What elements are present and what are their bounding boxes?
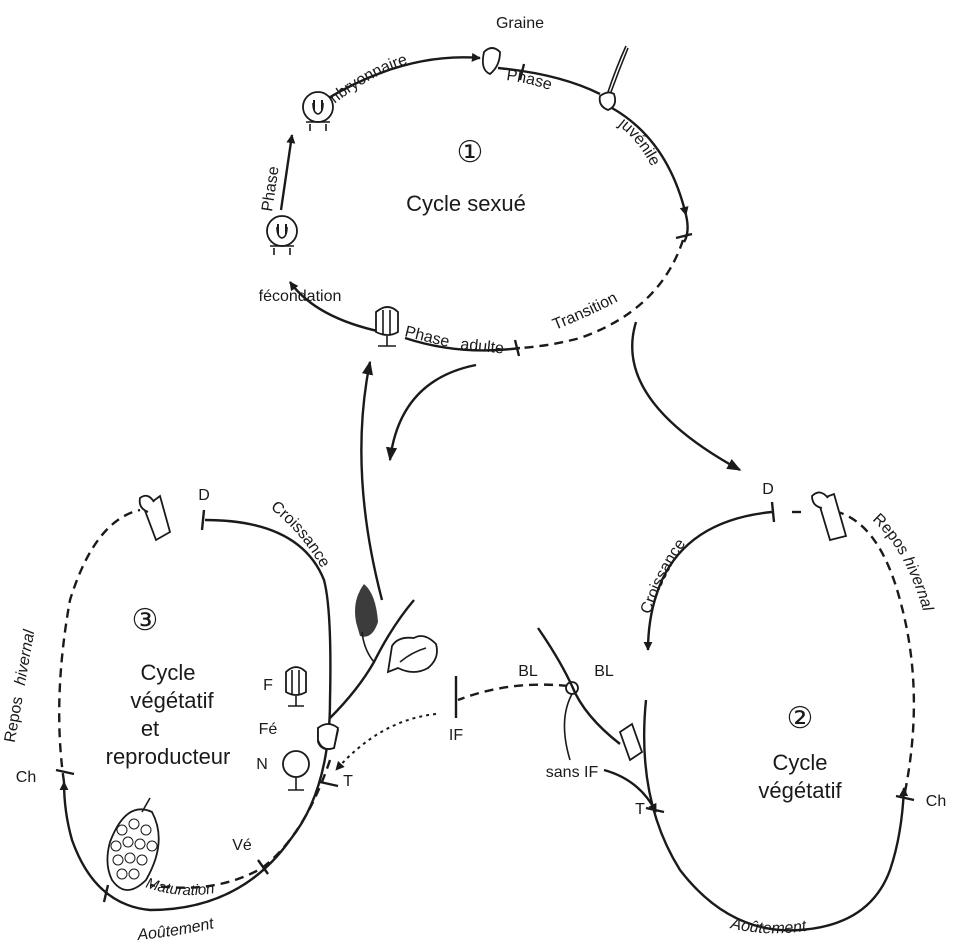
tick-d3 <box>200 509 206 531</box>
label-adulte: adulte <box>460 336 505 357</box>
cycle3-title-line2: végétatif <box>130 688 214 713</box>
inflorescence-icon <box>352 584 378 637</box>
latent-bud-icon <box>618 722 644 762</box>
shoot-icon <box>329 599 437 771</box>
connecting-arrows <box>360 321 742 601</box>
label-repos-hivernal3: Repos hivernal <box>2 628 39 744</box>
label-aoutement3: Aoûtement <box>136 915 216 944</box>
adult-phase-line <box>404 336 521 352</box>
label-ch3: Ch <box>16 769 36 786</box>
label-croissance2: Croissance <box>638 536 689 616</box>
tick-ch3 <box>55 768 75 776</box>
label-if: IF <box>449 727 463 744</box>
seedling-icon <box>598 45 629 111</box>
arrow-shoot-to-flower <box>360 360 384 601</box>
tick-adulte <box>513 339 521 357</box>
label-t3: T <box>343 773 353 790</box>
cycle3-title-line3: et <box>141 716 159 741</box>
label-n: N <box>256 756 268 773</box>
label-fe: Fé <box>259 721 278 738</box>
cycle1-title: Cycle sexué <box>406 191 526 216</box>
cycle3-maturation-dashed <box>149 759 332 889</box>
label-juvenile: juvénile <box>615 114 664 169</box>
bl-stem <box>537 627 621 745</box>
flower-icon-3 <box>285 666 307 707</box>
label-bl-right: BL <box>594 663 614 680</box>
tick-ch2 <box>895 794 915 802</box>
induction-zone: IF BL BL sans IF <box>449 627 658 813</box>
tick-t3 <box>319 780 339 788</box>
label-fecondation: fécondation <box>259 288 342 305</box>
cycle3-croissance-line <box>204 518 332 701</box>
cycle3-title-line1: Cycle <box>140 660 195 685</box>
ovary-icon <box>302 91 334 131</box>
arrow-adult-to-fecondation <box>289 281 383 334</box>
label-d3: D <box>198 487 210 504</box>
label-sans-if: sans IF <box>546 764 599 781</box>
label-ve: Vé <box>232 837 252 854</box>
label-aoutement2: Aoûtement <box>728 915 808 937</box>
tick-d2 <box>770 501 776 523</box>
arrow-phase-juvenile-top <box>497 66 601 96</box>
label-ch2: Ch <box>926 793 946 810</box>
arrow-to-cycle2 <box>631 321 742 472</box>
bud-icon-2 <box>811 491 848 542</box>
arrow-phase-embryo-left <box>279 134 296 211</box>
grape-cluster-icon <box>106 797 160 891</box>
cycle3-repos-dashed <box>58 508 141 783</box>
new-bud-icon <box>317 723 339 750</box>
svg-text:Repos: Repos <box>2 695 27 743</box>
label-phase-embryonnaire: Phase <box>259 165 283 213</box>
label-f: F <box>263 677 273 694</box>
cycle2-number: ② <box>787 702 814 735</box>
cycle2-title-line2: végétatif <box>758 778 842 803</box>
cycle2-croissance-line <box>643 510 773 651</box>
cycle2-repos-dashed <box>837 510 916 793</box>
label-graine: Graine <box>496 15 544 32</box>
sans-if-stem <box>563 693 573 761</box>
cycle1-number: ① <box>457 136 484 169</box>
transition-dashed <box>519 239 685 350</box>
induction-arrow-dotted <box>335 713 437 771</box>
label-transition: Transition <box>550 290 620 334</box>
arrow-to-cycle3 <box>386 363 477 462</box>
shoot-branch <box>361 631 375 663</box>
cycle3-aoutement-line <box>59 699 332 912</box>
label-t2: T <box>635 801 645 818</box>
tick-aout3 <box>102 884 110 903</box>
tick-graine <box>518 63 526 81</box>
seed-icon <box>481 47 501 76</box>
flower-icon <box>375 306 399 347</box>
vegetative-cycle: ② Cycle végétatif D Croissance Repos hiv… <box>618 481 946 937</box>
cycle2-title-line1: Cycle <box>772 750 827 775</box>
ovary-icon-2 <box>266 215 298 255</box>
label-croissance3: Croissance <box>268 498 334 571</box>
tick-juvenile-end <box>675 232 693 240</box>
label-phase-juvenile: Phase <box>505 67 554 94</box>
cycle3-number: ③ <box>132 604 159 637</box>
arrow-embryonnaire <box>324 52 481 102</box>
label-maturation: Maturation <box>144 875 216 899</box>
arrow-juvenile <box>611 106 689 216</box>
label-repos-hivernal2: Repos hivernal <box>869 510 936 613</box>
svg-text:hivernal: hivernal <box>12 628 39 687</box>
berry-icon <box>282 750 310 791</box>
cycle2-aoutement-line <box>642 699 909 932</box>
juvenile-end <box>682 214 689 243</box>
bl-to-if-dashed <box>457 683 569 702</box>
tick-t2 <box>645 806 665 814</box>
cycle3-title-line4: reproducteur <box>106 744 231 769</box>
label-bl-left: BL <box>518 663 538 680</box>
bud-icon <box>138 494 172 542</box>
leaf-icon <box>386 635 438 674</box>
tick-ve <box>257 859 269 875</box>
label-d2: D <box>762 481 774 498</box>
label-phase-adulte: Phase <box>403 323 451 350</box>
